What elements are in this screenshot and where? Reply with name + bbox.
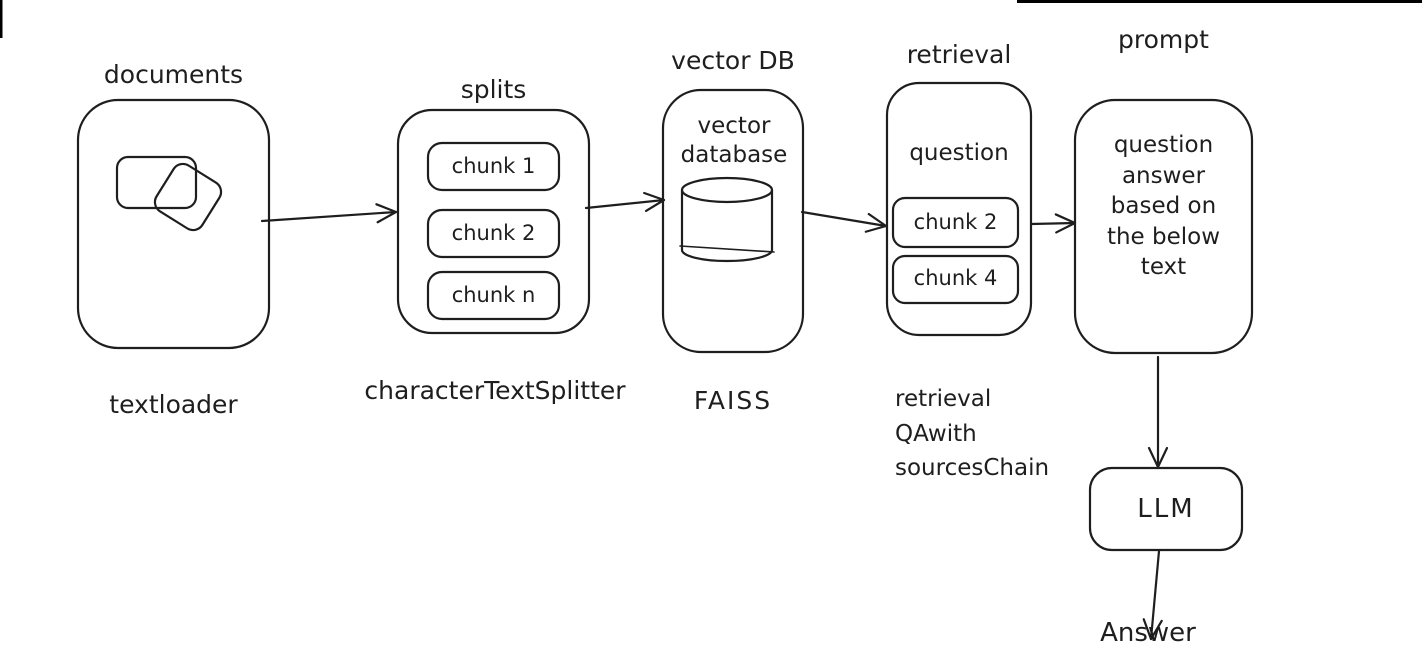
arrow-llm-to-answer (1142, 549, 1163, 641)
prompt-label: prompt (1118, 25, 1209, 54)
vector-database-text: vector database (680, 113, 788, 168)
retrieved-chunk-2-box (891, 196, 1020, 249)
chunk-n-box (426, 270, 561, 321)
retrieval-qa-caption-line2: QAwith (895, 420, 977, 447)
documents-box (76, 98, 271, 350)
arrow-retrieval-to-prompt (1029, 213, 1077, 234)
chunk-1-text: chunk 1 (451, 154, 536, 178)
chunk-n-text: chunk n (451, 283, 536, 307)
vector-db-box (661, 88, 805, 354)
retrieval-qa-caption: retrieval QAwith sourcesChain (895, 382, 1075, 486)
arrow-splits-to-vectordb (584, 191, 666, 212)
database-cylinder-icon (679, 176, 775, 263)
document-pages-icon (115, 155, 223, 232)
retrieval-qa-caption-line1: retrieval (895, 386, 992, 412)
answer-label: Answer (1100, 618, 1196, 648)
question-text: question (909, 140, 1009, 166)
chunk-1-box (426, 141, 561, 192)
retrieved-chunk-2-text: chunk 2 (913, 210, 998, 234)
chunk-2-text: chunk 2 (451, 221, 536, 245)
retrieved-chunk-4-text: chunk 4 (913, 266, 998, 290)
llm-text: LLM (1137, 494, 1195, 524)
prompt-inner-text: question answer based on the below text (1075, 130, 1252, 283)
retrieval-qa-caption-line3: sourcesChain (895, 455, 1050, 481)
prompt-line5: text (1140, 254, 1187, 281)
vector-db-label: vector DB (671, 46, 795, 75)
prompt-line2: answer (1121, 162, 1206, 189)
prompt-line3: based on (1110, 193, 1217, 220)
prompt-line4: the below (1106, 223, 1221, 250)
arrow-vectordb-to-retrieval (800, 210, 888, 233)
faiss-caption: FAISS (693, 386, 773, 415)
splits-box (396, 108, 591, 335)
chunk-2-box (426, 208, 561, 259)
retrieval-box (885, 81, 1033, 337)
arrow-documents-to-splits (260, 203, 398, 224)
retrieval-label: retrieval (906, 40, 1012, 69)
prompt-line1: question (1113, 132, 1214, 158)
character-text-splitter-caption: characterTextSplitter (364, 376, 626, 405)
textloader-caption: textloader (109, 390, 238, 419)
retrieved-chunk-4-box (891, 254, 1020, 305)
documents-label: documents (103, 60, 244, 89)
splits-label: splits (460, 75, 527, 104)
